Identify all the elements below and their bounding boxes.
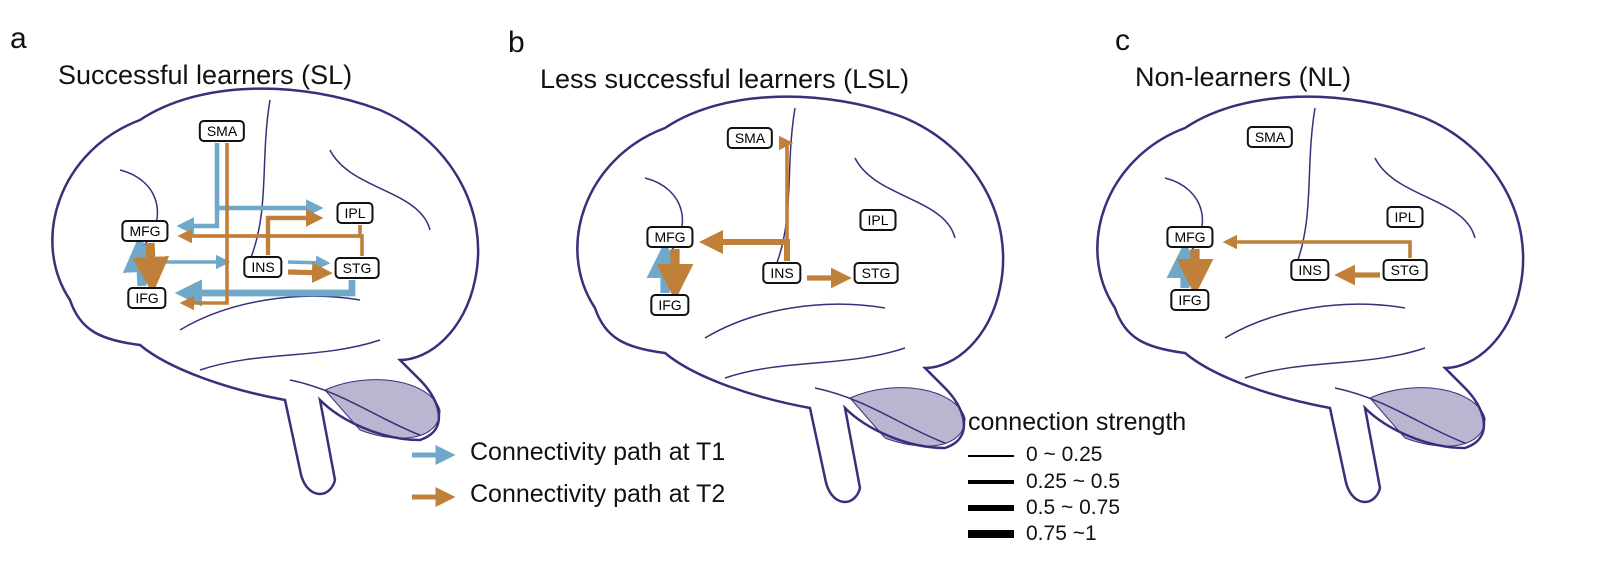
strength-legend-title: connection strength bbox=[968, 408, 1187, 436]
connection-mfg-to-ifg-t2 bbox=[132, 242, 170, 294]
connection-ins-to-stg-t1 bbox=[287, 255, 331, 270]
node-ins-panel-c: INS bbox=[1290, 259, 1330, 281]
legend-t1-label: Connectivity path at T1 bbox=[470, 438, 726, 466]
connection-stg-to-mfg-t2 bbox=[1222, 234, 1412, 258]
node-ifg-panel-c: IFG bbox=[1170, 289, 1210, 311]
connection-sma-to-mfg-t1 bbox=[176, 143, 220, 235]
cerebellum bbox=[1369, 387, 1486, 447]
node-mfg-panel-c: MFG bbox=[1166, 226, 1214, 248]
brain-outline bbox=[1096, 95, 1525, 504]
connection-ins-to-ipl-t2 bbox=[265, 209, 324, 255]
node-mfg-panel-b: MFG bbox=[646, 226, 694, 248]
strength-item-1: 0 ~ 0.25 bbox=[1026, 443, 1103, 466]
cerebellum bbox=[324, 379, 441, 439]
panel-c-letter: c bbox=[1115, 24, 1130, 57]
brain-sulci bbox=[1164, 107, 1476, 444]
panel-a-title: Successful learners (SL) bbox=[58, 60, 353, 90]
brain-outline bbox=[576, 95, 1005, 504]
node-stg-panel-a: STG bbox=[334, 257, 380, 279]
panel-c-title: Non-learners (NL) bbox=[1135, 62, 1352, 92]
connection-sma-to-ifg-t2 bbox=[179, 143, 229, 311]
brain-outline bbox=[51, 87, 480, 496]
node-stg-panel-c: STG bbox=[1382, 259, 1428, 281]
panel-b-letter: b bbox=[508, 26, 525, 59]
connection-ins-to-mfg-t2 bbox=[699, 230, 790, 261]
panel-a-letter: a bbox=[10, 22, 27, 55]
node-sma-panel-c: SMA bbox=[1246, 126, 1294, 148]
connection-stg-to-mfg-t2 bbox=[177, 228, 364, 256]
node-stg-panel-b: STG bbox=[853, 262, 899, 284]
strength-item-2: 0.25 ~ 0.5 bbox=[1026, 470, 1120, 493]
node-mfg-panel-a: MFG bbox=[121, 220, 169, 242]
node-ifg-panel-b: IFG bbox=[650, 294, 690, 316]
connection-ins-to-sma-t2 bbox=[779, 135, 794, 261]
strength-item-4: 0.75 ~1 bbox=[1026, 522, 1097, 545]
node-ipl-panel-b: IPL bbox=[859, 209, 897, 231]
node-sma-panel-b: SMA bbox=[726, 127, 774, 149]
legend-t2-label: Connectivity path at T2 bbox=[470, 480, 726, 508]
node-ins-panel-b: INS bbox=[762, 262, 802, 284]
connection-sma-to-ipl-t1 bbox=[214, 143, 324, 217]
cerebellum bbox=[849, 387, 966, 447]
strength-item-3: 0.5 ~ 0.75 bbox=[1026, 496, 1120, 519]
node-ipl-panel-c: IPL bbox=[1386, 206, 1424, 228]
brain-sulci bbox=[119, 99, 431, 436]
connection-ins-to-stg-t2 bbox=[287, 262, 333, 284]
panel-b-title: Less successful learners (LSL) bbox=[540, 64, 910, 94]
node-ifg-panel-a: IFG bbox=[127, 287, 167, 309]
node-ipl-panel-a: IPL bbox=[336, 202, 374, 224]
connection-stg-to-ifg-t1 bbox=[174, 279, 356, 307]
node-sma-panel-a: SMA bbox=[198, 120, 246, 142]
connection-ifg-to-mfg-t1 bbox=[122, 235, 160, 287]
node-ins-panel-a: INS bbox=[243, 256, 283, 278]
